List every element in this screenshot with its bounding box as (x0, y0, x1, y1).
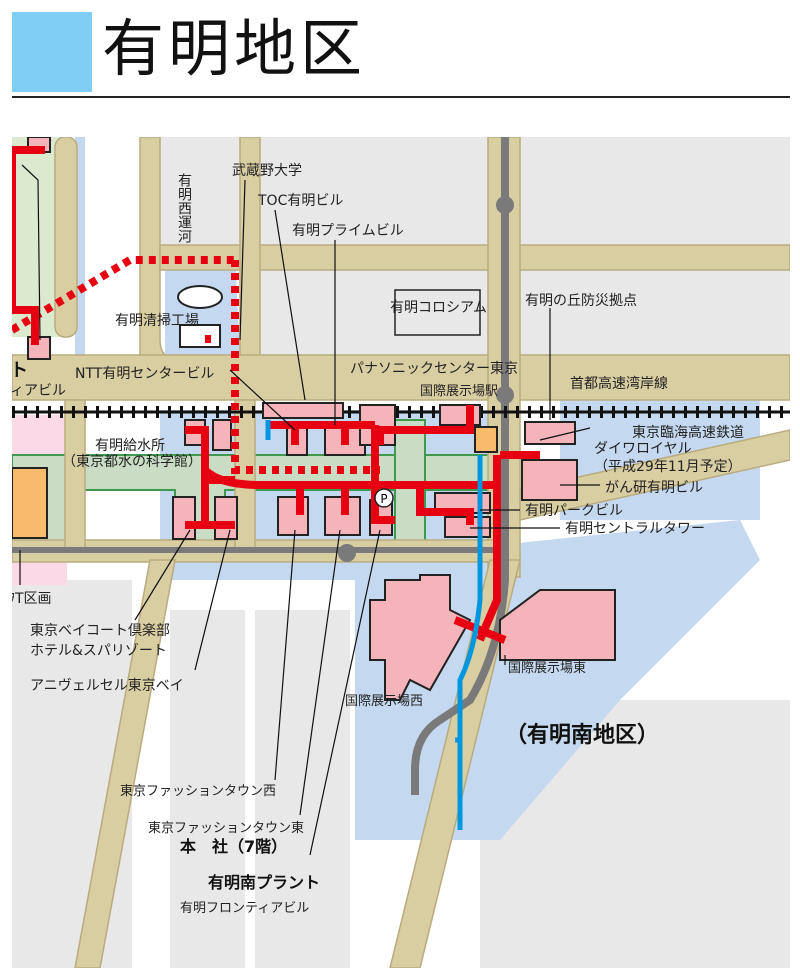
title-divider (12, 96, 790, 98)
label-bigsight-east: 国際展示場東 (508, 660, 586, 676)
label-incinerator: 有明清掃工場 (115, 312, 199, 329)
coliseum-outline (394, 289, 481, 336)
label-head-office: 本 社（7階） (180, 837, 287, 856)
label-prime: 有明プライムビル (292, 223, 404, 239)
pipeline-network (12, 146, 540, 644)
label-anniversaire: アニヴェルセル東京ベイ (30, 677, 184, 694)
label-bigsight-west: 国際展示場西 (345, 694, 423, 709)
label-daiwa-note: （平成29年11月予定） (594, 459, 742, 475)
label-south-plant: 有明南プラント (208, 873, 320, 892)
label-station: 国際展示場駅 (420, 384, 498, 399)
label-bousai: 有明の丘防災拠点 (525, 293, 637, 309)
green-zone-top (12, 137, 62, 337)
blue-line-stub (265, 420, 462, 743)
station-dot (496, 196, 514, 214)
label-central: 有明セントラルタワー (565, 521, 705, 537)
leader-lines (19, 164, 600, 856)
label-frontier: 有明フロンティアビル (180, 901, 309, 916)
yurikamome-line (411, 137, 509, 795)
blue-line (457, 455, 483, 830)
label-musashino-univ: 武蔵野大学 (232, 163, 302, 179)
label-panasonic: パナソニックセンター東京 (350, 361, 518, 377)
parking-label: P (380, 492, 387, 506)
incinerator-marker (205, 335, 211, 343)
label-baycourt-sub: ホテル&スパリゾート (30, 643, 167, 659)
page-title: 有明地区 (102, 12, 367, 85)
label-tft-east: 東京ファッションタウン東 (148, 820, 304, 836)
label-ntt: NTT有明センタービル (75, 366, 214, 382)
label-coliseum: 有明コロシアム (390, 300, 487, 316)
label-daiwa: ダイワロイヤル (594, 441, 692, 457)
label-water-supply-sub: （東京都水の科学館） (62, 453, 202, 470)
station-dot (496, 386, 514, 404)
label-park: 有明パークビル (525, 503, 623, 519)
label-cut-left-1: ト (10, 360, 28, 381)
label-rinkai: 東京臨海高速鉄道 (632, 424, 744, 441)
label-toc: TOC有明ビル (257, 193, 343, 209)
title-accent-block (12, 12, 92, 92)
label-expressway: 首都高速湾岸線 (570, 375, 668, 392)
parking-icon (374, 488, 394, 508)
label-cut-block: ｦT区画 (8, 591, 52, 607)
label-cut-left-2: ィアビル (10, 383, 66, 399)
label-baycourt: 東京ベイコート倶楽部 (30, 623, 170, 639)
label-water-supply: 有明給水所 (95, 438, 165, 454)
label-south-district: （有明南地区） (505, 722, 659, 748)
label-ganken: がん研有明ビル (605, 480, 703, 496)
label-tft-west: 東京ファッションタウン西 (120, 783, 276, 799)
